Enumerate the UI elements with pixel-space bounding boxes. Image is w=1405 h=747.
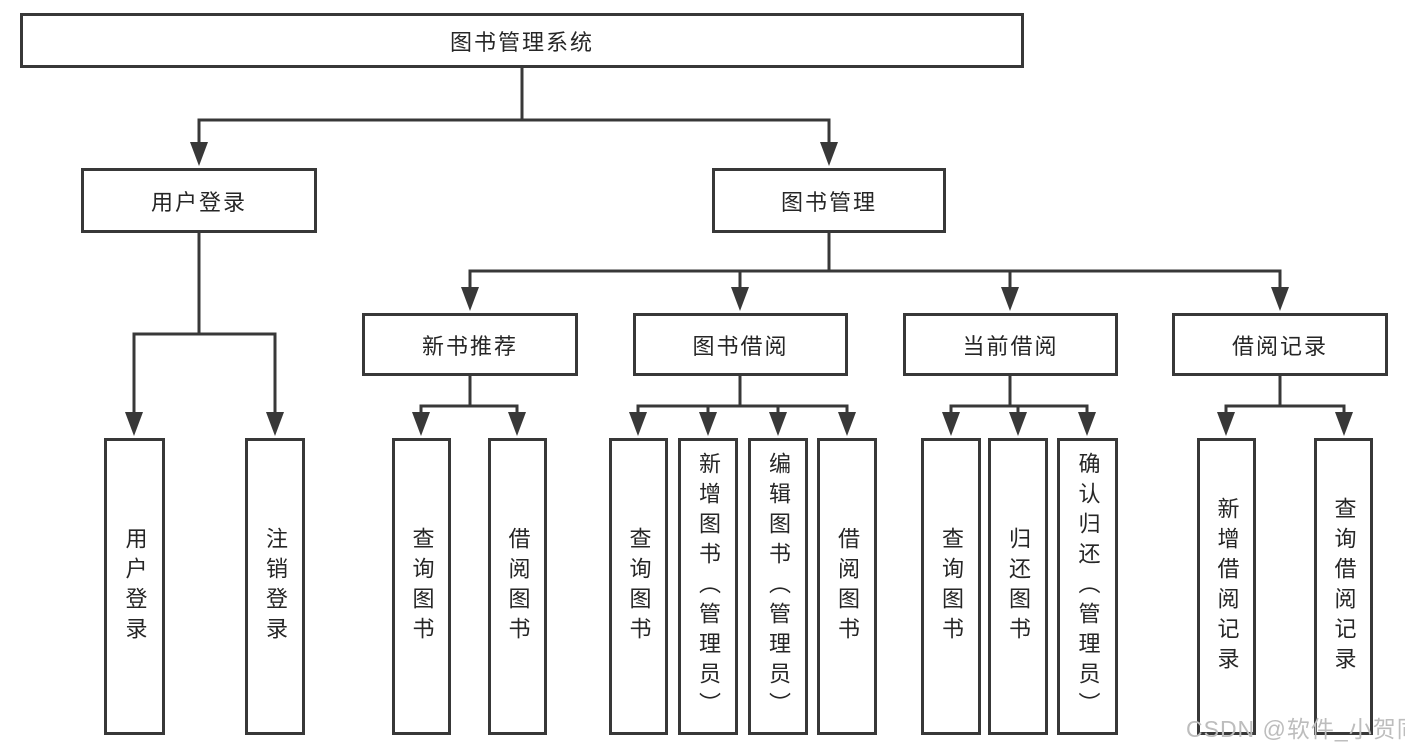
- leaf-borrow-book-2-box: 借阅图书: [817, 438, 877, 735]
- leaf-add-record-label: 新增借阅记录: [1214, 496, 1240, 677]
- edge-from-current-borrow: [942, 374, 1096, 436]
- leaf-borrow-book-1-label: 借阅图书: [505, 526, 531, 647]
- arrowhead-to-leaf-query-book-3: [942, 412, 960, 436]
- leaf-borrow-book-2-label: 借阅图书: [835, 526, 860, 647]
- arrowhead-to-user-login: [190, 142, 208, 166]
- book-mgmt-box: 图书管理: [712, 168, 946, 233]
- leaf-query-book-1-box: 查询图书: [392, 438, 451, 735]
- leaf-query-record-box: 查询借阅记录: [1314, 438, 1373, 735]
- borrow-record-box: 借阅记录: [1172, 313, 1388, 376]
- root-box: 图书管理系统: [20, 13, 1024, 68]
- leaf-query-book-2-box: 查询图书: [609, 438, 668, 735]
- edge-from-new-book-rec: [412, 374, 526, 436]
- arrowhead-to-leaf-query-book-2: [629, 412, 647, 436]
- leaf-query-record-label: 查询借阅记录: [1331, 496, 1357, 677]
- leaf-query-book-3-label: 查询图书: [939, 526, 964, 647]
- leaf-add-book-box: 新增图书（管理员）: [678, 438, 738, 735]
- connector-line: [468, 231, 1282, 293]
- arrowhead-to-leaf-add-book: [699, 412, 717, 436]
- arrowhead-to-leaf-logout: [266, 412, 284, 436]
- book-mgmt-label: 图书管理: [780, 189, 877, 215]
- leaf-borrow-book-1-box: 借阅图书: [488, 438, 547, 735]
- borrow-record-label: 借阅记录: [1231, 333, 1328, 359]
- arrowhead-to-borrow-record: [1271, 287, 1289, 311]
- edge-from-root: [190, 66, 838, 166]
- leaf-logout-box: 注销登录: [245, 438, 305, 735]
- leaf-add-book-label: 新增图书（管理员）: [696, 451, 721, 722]
- connector-line: [1224, 374, 1346, 418]
- user-login-box: 用户登录: [81, 168, 317, 233]
- leaf-query-book-3-box: 查询图书: [921, 438, 981, 735]
- book-borrow-box: 图书借阅: [633, 313, 848, 376]
- connector-line: [949, 374, 1089, 418]
- arrowhead-to-leaf-return-book: [1009, 412, 1027, 436]
- leaf-add-record-box: 新增借阅记录: [1197, 438, 1256, 735]
- leaf-edit-book-box: 编辑图书（管理员）: [748, 438, 808, 735]
- leaf-query-book-2-label: 查询图书: [626, 526, 652, 647]
- leaf-user-login-box: 用户登录: [104, 438, 165, 735]
- current-borrow-label: 当前借阅: [962, 333, 1059, 359]
- leaf-logout-label: 注销登录: [263, 526, 288, 647]
- current-borrow-box: 当前借阅: [903, 313, 1118, 376]
- edge-from-book-mgmt: [461, 231, 1289, 311]
- new-book-rec-box: 新书推荐: [362, 313, 578, 376]
- leaf-confirm-return-label: 确认归还（管理员）: [1075, 451, 1101, 722]
- leaf-edit-book-label: 编辑图书（管理员）: [766, 451, 791, 722]
- arrowhead-to-leaf-edit-book: [769, 412, 787, 436]
- edge-from-borrow-record: [1217, 374, 1353, 436]
- arrowhead-to-book-mgmt: [820, 142, 838, 166]
- book-borrow-label: 图书借阅: [692, 333, 789, 359]
- arrowhead-to-book-borrow: [731, 287, 749, 311]
- connector-line: [197, 66, 831, 148]
- watermark: CSDN @软件_小贺同学: [1186, 716, 1405, 742]
- user-login-label: 用户登录: [150, 189, 247, 215]
- root-label: 图书管理系统: [449, 29, 594, 55]
- arrowhead-to-leaf-query-book-1: [412, 412, 430, 436]
- new-book-rec-label: 新书推荐: [421, 333, 518, 359]
- edge-from-book-borrow: [629, 374, 856, 436]
- arrowhead-to-leaf-user-login: [125, 412, 143, 436]
- arrowhead-to-leaf-query-record: [1335, 412, 1353, 436]
- arrowhead-to-leaf-borrow-book-2: [838, 412, 856, 436]
- leaf-return-book-label: 归还图书: [1006, 526, 1031, 647]
- connector-line: [132, 231, 277, 418]
- leaf-query-book-1-label: 查询图书: [409, 526, 435, 647]
- leaf-user-login-label: 用户登录: [122, 526, 148, 647]
- connector-line: [419, 374, 519, 418]
- arrowhead-to-leaf-borrow-book-1: [508, 412, 526, 436]
- arrowhead-to-current-borrow: [1001, 287, 1019, 311]
- leaf-confirm-return-box: 确认归还（管理员）: [1057, 438, 1118, 735]
- leaf-return-book-box: 归还图书: [988, 438, 1048, 735]
- arrowhead-to-leaf-add-record: [1217, 412, 1235, 436]
- arrowhead-to-leaf-confirm-return: [1078, 412, 1096, 436]
- connector-line: [636, 374, 849, 418]
- arrowhead-to-new-book-rec: [461, 287, 479, 311]
- edge-from-user-login: [125, 231, 284, 436]
